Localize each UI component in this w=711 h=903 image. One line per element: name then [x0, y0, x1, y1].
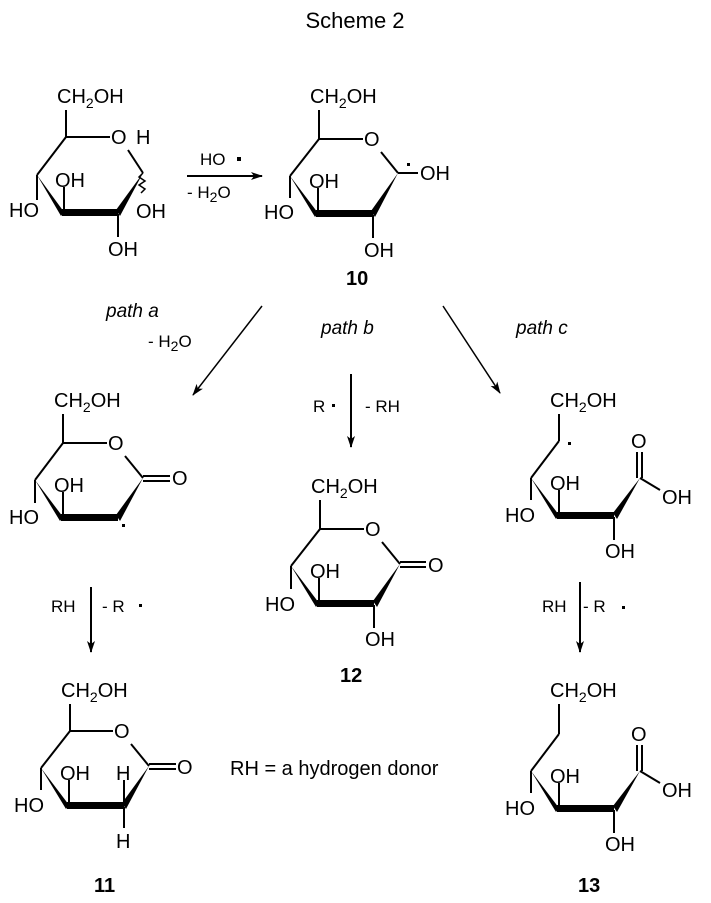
carbonyl-oxygen: O: [631, 431, 647, 453]
compound-number-10: 10: [346, 268, 368, 290]
oh-label: OH: [310, 561, 340, 583]
ch2oh-label: CH2OH: [61, 680, 128, 705]
path-c-intermediate-structure: CH2OH HO OH OH O OH: [505, 390, 692, 563]
step1-arrow: HO - H2O: [187, 150, 263, 205]
hydroxyl-radical-label: HO: [200, 150, 226, 169]
path-c-arrow: path c: [442, 305, 568, 394]
compound-number-13: 13: [578, 875, 600, 897]
compound-12-structure: CH2OH O O HO OH OH 12: [265, 476, 444, 687]
oh-label: OH: [550, 473, 580, 495]
oh-label: OH: [136, 201, 166, 223]
scheme-title: Scheme 2: [305, 8, 404, 33]
compound-number-11: 11: [94, 875, 115, 897]
oh-label: OH: [364, 240, 394, 262]
carbonyl-oxygen: O: [172, 468, 188, 490]
oh-label: OH: [420, 163, 450, 185]
oh-label: OH: [60, 763, 90, 785]
oh-label: OH: [662, 487, 692, 509]
path-a-intermediate-structure: CH2OH O O HO OH: [9, 390, 188, 529]
ho-label: HO: [264, 202, 294, 224]
oh-label: OH: [662, 780, 692, 802]
ring-oxygen: O: [108, 433, 124, 455]
ch2oh-label: CH2OH: [550, 390, 617, 415]
step-13-arrow: RH - R: [542, 582, 625, 653]
oh-label: OH: [108, 239, 138, 261]
ho-label: HO: [14, 795, 44, 817]
minus-rh-label: - RH: [365, 397, 400, 416]
ring-oxygen: O: [365, 519, 381, 541]
minus-r-radical-label: - R: [583, 597, 606, 616]
h-label: H: [116, 831, 130, 853]
path-c-label: path c: [515, 318, 568, 339]
oh-label: OH: [309, 171, 339, 193]
compound-11-structure: CH2OH O O HO OH H H 11: [14, 680, 193, 897]
path-a-label: path a: [105, 301, 159, 322]
h-label: H: [116, 763, 130, 785]
carbonyl-oxygen: O: [428, 555, 444, 577]
step-11-arrow: RH - R: [51, 587, 142, 653]
ring-oxygen: O: [364, 129, 380, 151]
oh-label: OH: [365, 629, 395, 651]
path-b-arrow: path b R - RH: [313, 318, 400, 448]
carbonyl-oxygen: O: [177, 757, 193, 779]
ho-label: HO: [9, 507, 39, 529]
oh-label: OH: [605, 834, 635, 856]
compound-13-structure: CH2OH HO OH OH O OH 13: [505, 680, 692, 897]
rh-definition-note: RH = a hydrogen donor: [230, 758, 439, 780]
ring-oxygen: O: [114, 721, 130, 743]
ch2oh-label: CH2OH: [310, 86, 377, 111]
ring-oxygen: O: [111, 127, 127, 149]
minus-water-label: - H2O: [187, 183, 231, 205]
path-b-label: path b: [320, 318, 374, 339]
ho-label: HO: [265, 594, 295, 616]
ch2oh-label: CH2OH: [57, 86, 124, 111]
radical-r-label: R: [313, 397, 325, 416]
rh-label: RH: [542, 597, 567, 616]
path-a-arrow: path a - H2O: [105, 301, 263, 396]
oh-label: OH: [55, 170, 85, 192]
oh-label: OH: [605, 541, 635, 563]
compound-10-structure: CH2OH O OH HO OH OH 10: [264, 86, 450, 290]
oh-label: OH: [54, 475, 84, 497]
glucose-structure: CH2OH O H HO OH OH OH: [9, 86, 166, 261]
anomeric-h: H: [136, 127, 150, 149]
ho-label: HO: [9, 200, 39, 222]
ch2oh-label: CH2OH: [550, 680, 617, 705]
minus-r-radical-label: - R: [102, 597, 125, 616]
minus-water-label: - H2O: [148, 332, 192, 354]
ch2oh-label: CH2OH: [311, 476, 378, 501]
ch2oh-label: CH2OH: [54, 390, 121, 415]
ho-label: HO: [505, 798, 535, 820]
compound-number-12: 12: [340, 665, 362, 687]
oh-label: OH: [550, 766, 580, 788]
carbonyl-oxygen: O: [631, 724, 647, 746]
rh-label: RH: [51, 597, 76, 616]
ho-label: HO: [505, 505, 535, 527]
